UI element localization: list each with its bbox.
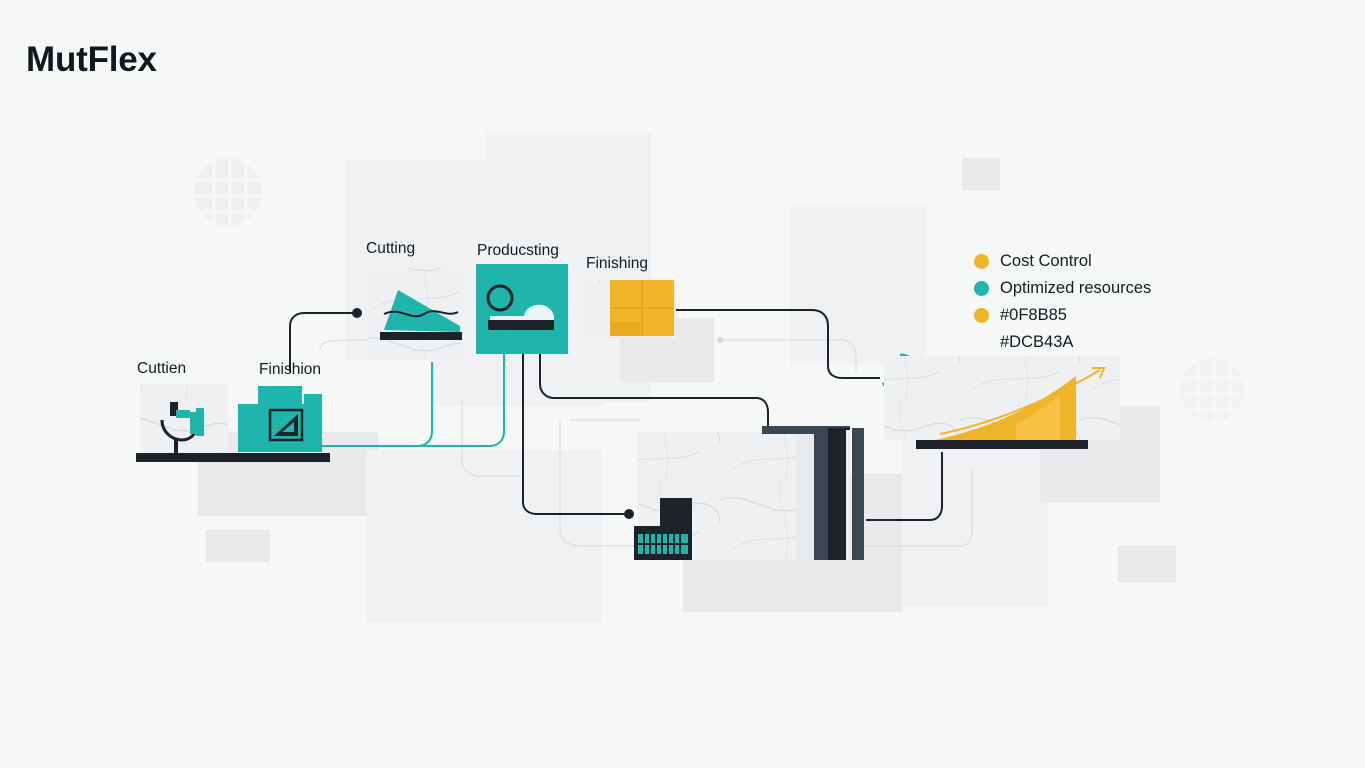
teal-connectors xyxy=(322,354,505,447)
legend-dot-icon xyxy=(974,335,989,350)
legend-item: Optimized resources xyxy=(974,275,1194,302)
legend-dot-icon xyxy=(974,308,989,323)
dark-connectors xyxy=(289,309,943,521)
stage-label-cutting: Cutting xyxy=(366,240,416,257)
factory-icon xyxy=(634,498,692,560)
legend-label: #DCB43A xyxy=(1000,333,1074,351)
stage-label-finishion: Finishion xyxy=(259,361,322,378)
stage-label-producsting: Producsting xyxy=(477,242,559,259)
connector-node xyxy=(352,308,362,318)
bg-panel xyxy=(790,205,926,365)
stage-label-cuttien: Cuttien xyxy=(137,360,187,377)
producing-card xyxy=(476,264,568,354)
legend: Cost Control Optimized resources #0F8B85… xyxy=(974,248,1194,356)
globe-icon xyxy=(1180,358,1244,422)
bg-panel xyxy=(1118,546,1176,582)
legend-label: #0F8B85 xyxy=(1000,306,1067,324)
legend-item: #0F8B85 xyxy=(974,302,1194,329)
legend-item: Cost Control xyxy=(974,248,1194,275)
stage-label-finishing: Finishing xyxy=(586,255,649,272)
circle-wave-icon xyxy=(486,284,554,330)
legend-item: #DCB43A xyxy=(974,329,1194,356)
connector-node xyxy=(624,509,634,519)
globe-icon xyxy=(194,158,262,226)
legend-label: Optimized resources xyxy=(1000,279,1152,297)
cuttien-base xyxy=(136,453,330,462)
legend-label: Cost Control xyxy=(1000,252,1092,270)
set-square-icon xyxy=(238,386,322,452)
saw-slope-icon xyxy=(380,290,462,340)
bg-panel xyxy=(206,530,270,562)
cuttien-backdrop xyxy=(140,384,228,454)
bg-panel xyxy=(962,158,1000,190)
legend-dot-icon xyxy=(974,254,989,269)
microscope-cutter-icon xyxy=(160,402,204,454)
legend-dot-icon xyxy=(974,281,989,296)
bg-panel xyxy=(366,450,602,622)
brand-wordmark: MutFlex xyxy=(26,40,157,79)
tower-columns-icon xyxy=(762,426,864,560)
stacked-blocks-icon xyxy=(610,280,674,336)
growth-chart-icon xyxy=(916,367,1106,449)
